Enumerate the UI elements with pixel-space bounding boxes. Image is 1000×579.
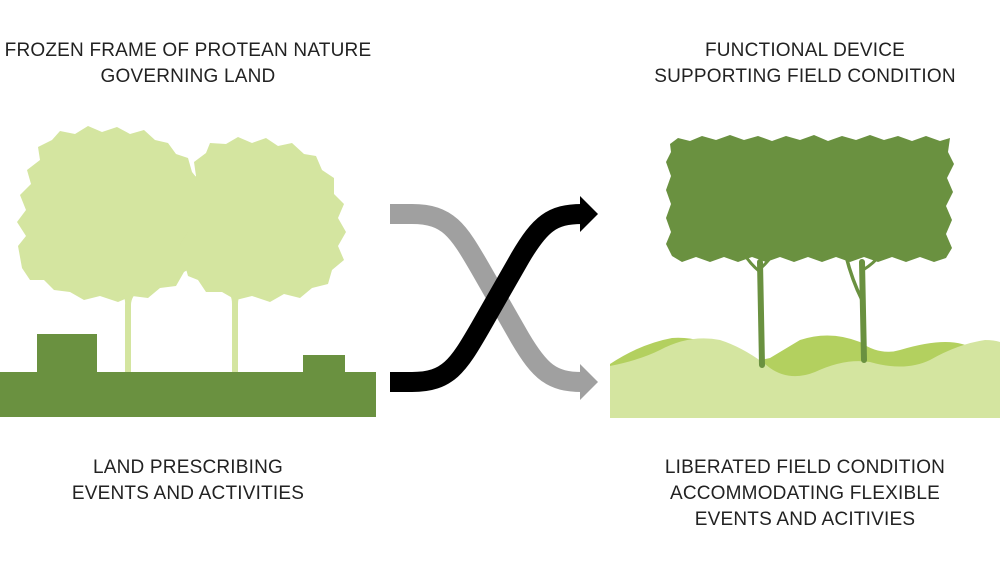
left-scene [0, 126, 376, 417]
land-block-tall [37, 334, 97, 374]
field-hill-front [610, 338, 1000, 418]
functional-hedge-canopy-icon [666, 135, 954, 262]
transformation-arrows [390, 196, 598, 400]
caption-line: FROZEN FRAME OF PROTEAN NATURE [4, 40, 372, 61]
land-base [0, 372, 376, 417]
left-tree-trunk-1 [118, 290, 140, 372]
caption-line: LAND PRESCRIBING [92, 457, 284, 478]
caption-line: EVENTS AND ACTIVITIES [71, 483, 305, 504]
caption-functional-device: FUNCTIONAL DEVICE SUPPORTING FIELD CONDI… [610, 38, 1000, 90]
caption-line: ACCOMMODATING FLEXIBLE [669, 483, 941, 504]
land-block-short [303, 355, 345, 374]
right-tree-trunk-1 [740, 246, 778, 368]
caption-line: FUNCTIONAL DEVICE [704, 40, 906, 61]
caption-frozen-frame: FROZEN FRAME OF PROTEAN NATURE GOVERNING… [0, 38, 376, 90]
left-tree-trunk-2 [225, 288, 246, 372]
caption-liberated-field: LIBERATED FIELD CONDITION ACCOMMODATING … [610, 455, 1000, 533]
left-tree-canopy-1-icon [17, 126, 204, 302]
caption-land-prescribing: LAND PRESCRIBING EVENTS AND ACTIVITIES [0, 455, 376, 507]
caption-line: SUPPORTING FIELD CONDITION [654, 66, 956, 87]
caption-line: LIBERATED FIELD CONDITION [664, 457, 946, 478]
black-arrow-body [390, 204, 583, 392]
caption-line: GOVERNING LAND [100, 66, 276, 87]
caption-line: EVENTS AND ACITIVIES [694, 509, 916, 530]
black-arrow-head-icon [580, 196, 598, 232]
gray-arrow-body [390, 204, 583, 392]
left-tree-canopy-2-icon [180, 137, 346, 302]
gray-arrow-head-icon [580, 364, 598, 400]
right-scene [610, 135, 1000, 418]
